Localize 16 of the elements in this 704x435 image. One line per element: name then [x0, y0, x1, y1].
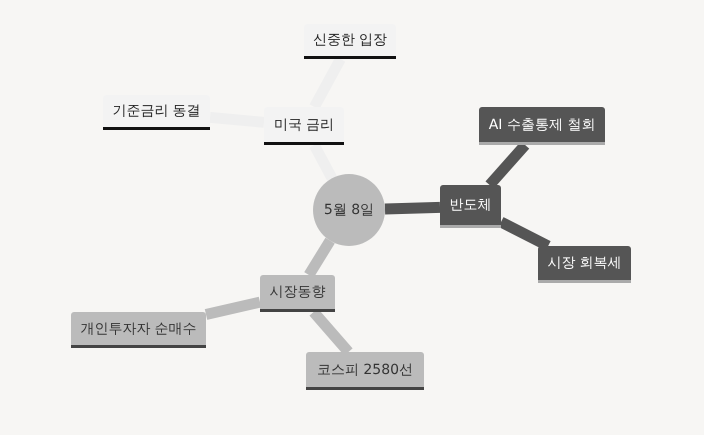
- branch-line: [304, 238, 335, 278]
- topic-circle: 5월 8일: [313, 174, 385, 246]
- topic-box: 시장동향: [260, 275, 335, 312]
- topic-box: 반도체: [440, 185, 501, 228]
- branch-line: [310, 56, 346, 110]
- topic-box: 시장 회복세: [538, 246, 631, 283]
- branch-line: [384, 202, 440, 214]
- branch-line: [210, 112, 264, 128]
- topic-box: 신중한 입장: [304, 24, 396, 59]
- topic-box: 개인투자자 순매수: [71, 312, 206, 348]
- topic-box: 코스피 2580선: [306, 352, 424, 390]
- topic-box: 미국 금리: [264, 107, 344, 145]
- topic-box: 기준금리 동결: [103, 95, 210, 130]
- branch-line: [309, 142, 337, 181]
- branch-line: [204, 296, 262, 320]
- topic-box: AI 수출통제 철회: [479, 107, 605, 145]
